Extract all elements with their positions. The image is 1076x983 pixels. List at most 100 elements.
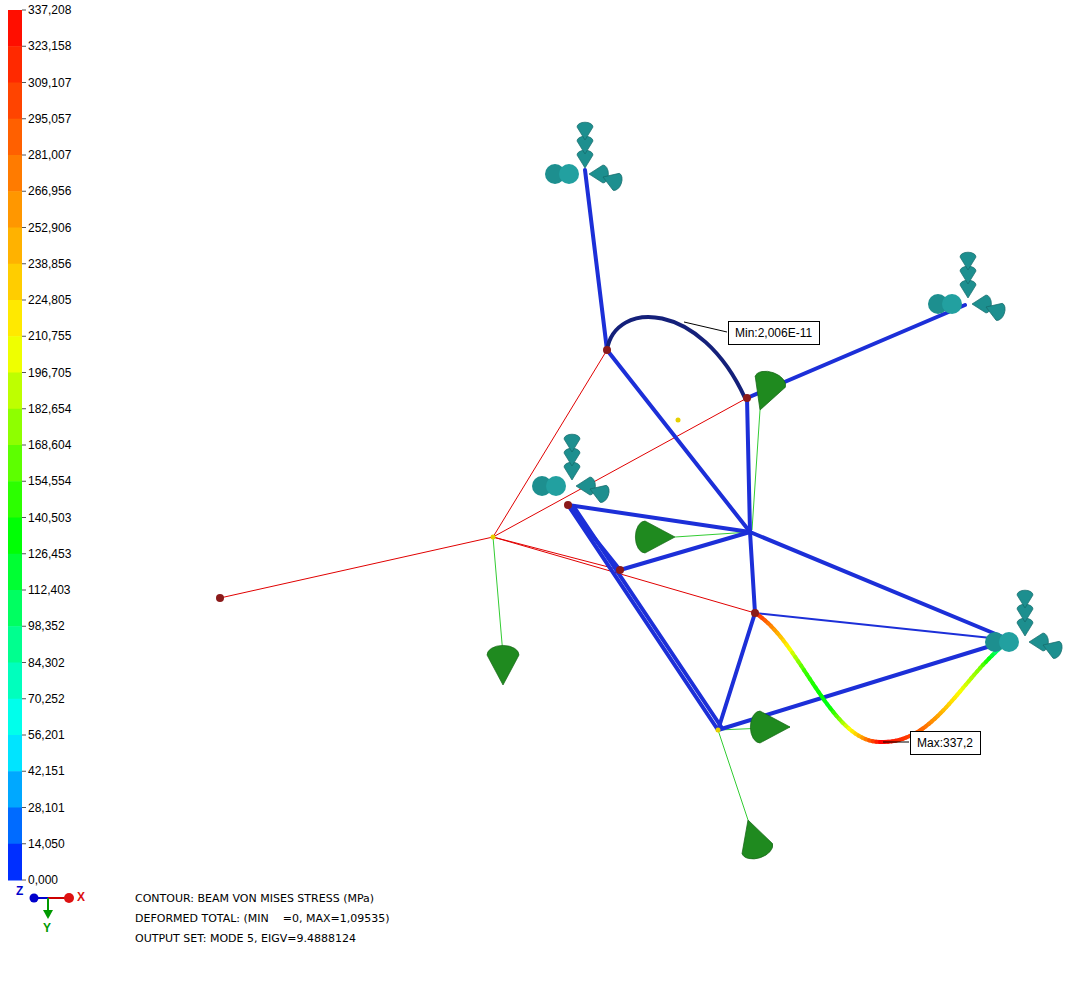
colorbar-tick — [22, 227, 26, 228]
colorbar-tick — [22, 553, 26, 554]
axis-label: X — [77, 891, 85, 903]
constraint-rotation — [546, 476, 566, 496]
colorbar-tick — [22, 662, 26, 663]
colorbar-band — [8, 481, 22, 518]
node-marker — [616, 566, 624, 574]
colorbar-band — [8, 264, 22, 301]
colorbar-band — [8, 663, 22, 700]
colorbar-tick — [22, 843, 26, 844]
load-line — [493, 537, 503, 655]
deformed-beam — [607, 317, 745, 398]
colorbar-tick — [22, 735, 26, 736]
colorbar-value: 182,654 — [28, 403, 71, 415]
load-cone — [635, 521, 675, 553]
rigid-link — [220, 537, 493, 598]
colorbar-band — [8, 83, 22, 120]
result-info: DEFORMED TOTAL: (MIN =0, MAX=1,09535) — [135, 913, 390, 924]
colorbar-band — [8, 699, 22, 736]
colorbar-value: 28,101 — [28, 802, 65, 814]
callout-text: Min:2,006E-11 — [729, 322, 819, 344]
beam-element — [750, 532, 1010, 640]
load-cone — [733, 815, 776, 863]
colorbar-value: 210,755 — [28, 330, 71, 342]
colorbar-value: 266,956 — [28, 185, 71, 197]
colorbar-tick — [22, 46, 26, 47]
colorbar-tick — [22, 155, 26, 156]
colorbar-band — [8, 373, 22, 410]
constraint-cone — [587, 481, 611, 505]
node-marker — [603, 346, 611, 354]
colorbar-tick — [22, 263, 26, 264]
colorbar — [8, 10, 22, 881]
colorbar-value: 56,201 — [28, 729, 65, 741]
constraint-cone — [577, 122, 593, 140]
colorbar-value: 295,057 — [28, 113, 71, 125]
colorbar-band — [8, 518, 22, 555]
colorbar-tick — [22, 10, 26, 11]
colorbar-band — [8, 445, 22, 482]
colorbar-tick — [22, 191, 26, 192]
constraint-rotation — [999, 632, 1019, 652]
beam-element — [568, 505, 718, 730]
beam-element — [568, 505, 620, 570]
axis-label: Y — [43, 922, 51, 934]
colorbar-value: 323,158 — [28, 40, 71, 52]
constraint-symbol — [928, 252, 1007, 322]
callout-box: Max:337,2 — [910, 731, 981, 755]
colorbar-tick — [22, 300, 26, 301]
beam-element — [568, 505, 750, 532]
constraint-cone — [983, 299, 1007, 323]
constraint-cone — [564, 434, 580, 452]
colorbar-band — [8, 228, 22, 265]
colorbar-band — [8, 155, 22, 192]
colorbar-value: 196,705 — [28, 367, 71, 379]
rigid-link — [493, 537, 755, 613]
colorbar-value: 168,604 — [28, 439, 71, 451]
load-cone — [487, 645, 519, 685]
beam-model — [216, 122, 1064, 862]
beam-element — [607, 350, 750, 532]
beam-element — [718, 613, 755, 730]
colorbar-band — [8, 46, 22, 83]
colorbar-tick — [22, 807, 26, 808]
colorbar-tick — [22, 517, 26, 518]
constraint-cone — [600, 169, 624, 193]
colorbar-tick — [22, 82, 26, 83]
colorbar-band — [8, 10, 22, 47]
load-cone — [750, 711, 790, 743]
colorbar-value: 154,554 — [28, 475, 71, 487]
constraint-symbol — [532, 434, 611, 504]
leader-line — [684, 322, 727, 332]
colorbar-band — [8, 554, 22, 591]
node-marker — [491, 535, 496, 540]
colorbar-value: 224,805 — [28, 294, 71, 306]
colorbar-tick — [22, 481, 26, 482]
callout-text: Max:337,2 — [911, 732, 980, 754]
rigid-link — [493, 398, 747, 537]
colorbar-band — [8, 119, 22, 156]
node-marker — [743, 394, 751, 402]
constraint-cone — [960, 252, 976, 270]
colorbar-band — [8, 300, 22, 337]
load-cone — [745, 367, 789, 415]
colorbar-band — [8, 191, 22, 228]
node-marker — [716, 728, 721, 733]
colorbar-tick — [22, 771, 26, 772]
constraint-rotation — [942, 294, 962, 314]
colorbar-value: 84,302 — [28, 657, 65, 669]
colorbar-tick — [22, 698, 26, 699]
colorbar-value: 14,050 — [28, 838, 65, 850]
colorbar-band — [8, 808, 22, 845]
beam-element — [750, 532, 755, 613]
colorbar-tick — [22, 372, 26, 373]
colorbar-tick — [22, 626, 26, 627]
colorbar-band — [8, 409, 22, 446]
colorbar-tick — [22, 336, 26, 337]
colorbar-tick — [22, 880, 26, 881]
constraint-symbol — [985, 590, 1064, 660]
leader-line — [883, 742, 909, 743]
load-line — [718, 730, 748, 820]
colorbar-band — [8, 626, 22, 663]
colorbar-band — [8, 336, 22, 373]
